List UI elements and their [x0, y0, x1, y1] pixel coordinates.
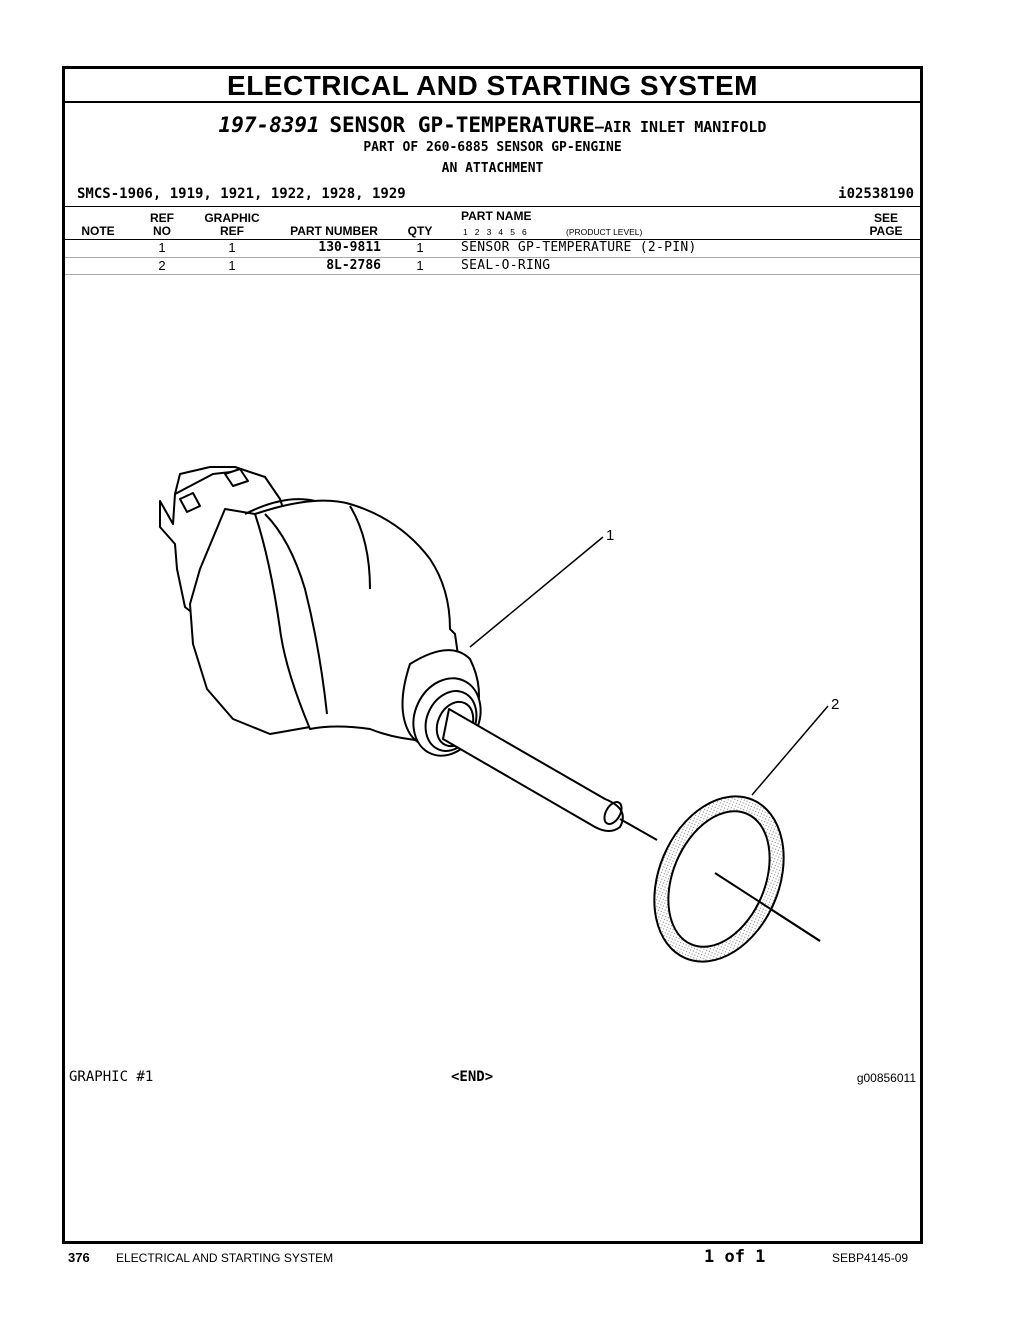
- col-graphic-2: REF: [220, 224, 244, 238]
- col-ref-2: NO: [153, 224, 171, 238]
- row-divider: [65, 274, 920, 275]
- part-number-title: 197-8391: [218, 113, 320, 137]
- callout-1: 1: [606, 527, 614, 544]
- page-of: 1 of 1: [704, 1247, 766, 1267]
- col-part-name: PART NAME: [461, 209, 532, 223]
- col-part-number: PART NUMBER: [290, 224, 378, 238]
- callout-2: 2: [831, 696, 839, 713]
- page-frame: ELECTRICAL AND STARTING SYSTEM 197-8391 …: [62, 66, 923, 1244]
- row-part-name: SENSOR GP-TEMPERATURE (2-PIN): [461, 240, 697, 255]
- o-ring-drawing: [653, 795, 821, 963]
- sensor-drawing: [159, 466, 624, 832]
- section-title: ELECTRICAL AND STARTING SYSTEM: [65, 69, 920, 103]
- attachment-line: AN ATTACHMENT: [441, 161, 544, 176]
- footer-section: ELECTRICAL AND STARTING SYSTEM: [116, 1251, 334, 1265]
- col-ref-1: REF: [150, 211, 174, 225]
- col-note: NOTE: [81, 224, 115, 238]
- row-part-number: 130-9811: [318, 240, 381, 255]
- doc-id: SEBP4145-09: [832, 1251, 909, 1265]
- table-header-divider: [65, 239, 920, 240]
- graphic-label: GRAPHIC #1: [69, 1069, 154, 1085]
- part-name-title: SENSOR GP-TEMPERATURE: [329, 113, 595, 137]
- row-ref-no: 2: [158, 258, 166, 273]
- parts-illustration: 1 2: [159, 466, 839, 963]
- latch-window: [179, 492, 201, 513]
- latch-window: [224, 468, 249, 487]
- row-qty: 1: [416, 240, 424, 255]
- part-description: —AIR INLET MANIFOLD: [594, 118, 767, 136]
- part-title: 197-8391 SENSOR GP-TEMPERATURE—AIR INLET…: [65, 113, 920, 137]
- row-qty: 1: [416, 258, 424, 273]
- product-levels: 1 2 3 4 5 6: [463, 227, 527, 237]
- col-see-2: PAGE: [869, 224, 903, 238]
- header-divider: [65, 206, 920, 207]
- row-divider: [65, 257, 920, 258]
- col-qty: QTY: [407, 224, 433, 238]
- product-level-label: (PRODUCT LEVEL): [566, 227, 643, 237]
- row-ref-no: 1: [158, 240, 166, 255]
- row-part-name: SEAL-O-RING: [461, 258, 551, 273]
- col-graphic-1: GRAPHIC: [204, 211, 260, 225]
- part-of-line: PART OF 260-6885 SENSOR GP-ENGINE: [363, 140, 622, 155]
- callout-leader-1: [469, 536, 604, 648]
- info-id: i02538190: [838, 186, 914, 202]
- row-graphic-ref: 1: [228, 258, 236, 273]
- col-see-1: SEE: [873, 211, 898, 225]
- graphic-id: g00856011: [856, 1071, 916, 1085]
- row-graphic-ref: 1: [228, 240, 236, 255]
- callout-leader-2: [751, 705, 829, 796]
- smcs-codes: SMCS-1906, 1919, 1921, 1922, 1928, 1929: [77, 186, 406, 202]
- end-marker: <END>: [451, 1069, 494, 1085]
- row-part-number: 8L-2786: [326, 258, 381, 273]
- page-number: 376: [68, 1250, 90, 1265]
